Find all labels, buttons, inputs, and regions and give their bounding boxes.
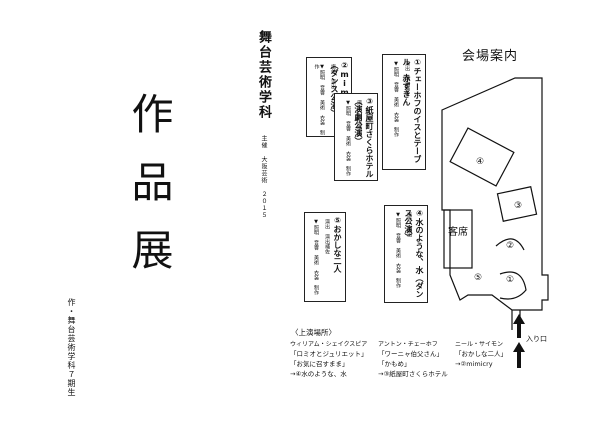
legend-column-3: ニール・サイモン 「おかしな二人」 →②mimicry [455,340,507,369]
legend-author: アントン・チェーホフ [378,341,438,348]
legend-column-2: アントン・チェーホフ 「ワーニャ伯父さん」 「かもめ」 →③紙屋町さくらホテル [378,340,448,379]
program-box-4: ④水のような、水（ダンス公演） 振付 演出 ▼照明 音響 美術 衣装 制作 [384,205,428,303]
exhibition-title: 作品展 [125,92,174,296]
area-label: ① [506,275,514,285]
program-title: ③紙屋町さくらホテル（演劇公演） [354,97,374,178]
program-crew: 演出 演出補佐 [324,219,330,254]
program-staff: ▼照明 音響 美術 衣装 制作 [313,64,326,135]
legend-place: →②mimicry [455,360,493,369]
legend-author: ウィリアム・シェイクスピア [290,341,368,348]
program-staff: ▼照明 音響 美術 衣装 制作 [313,219,319,295]
department-title: 舞台芸術学科 [256,30,271,120]
area-label: ③ [514,201,522,211]
program-staff: ▼照明 音響 美術 衣装 制作 [345,100,351,176]
legend-column-1: ウィリアム・シェイクスピア 「ロミオとジュリエット」 「お気に召すまま」 →④水… [290,340,368,379]
author-credit: 作・舞台芸術学科７期生 [67,298,76,397]
program-staff: ▼照明 音響 美術 衣装 制作 [395,212,401,288]
entrance-label: 入り口 [526,335,547,343]
program-staff: ▼照明 音響 美術 衣装 制作 [393,61,399,137]
legend-place: →④水のような、水 [290,370,347,379]
legend-work: 「ワーニャ伯父さん」 [378,350,443,359]
area-3-stage [496,186,538,222]
seating-label: 客席 [448,225,468,238]
legend-work: 「かもめ」 [378,360,411,369]
program-title: ①チェーホフのイスとテーブル 赤ずきん [402,58,422,163]
seating-block [443,209,473,269]
program-box-1: ①チェーホフのイスとテーブル 赤ずきん 演出 演出補佐 ▼照明 音響 美術 衣装… [382,54,426,170]
program-crew: 演出 演出補佐 [356,100,362,135]
legend-author: ニール・サイモン [455,341,504,348]
program-box-5: ⑤おかしな二人 演出 演出補佐 ▼照明 音響 美術 衣装 制作 [304,212,346,302]
program-crew: 振付 演出 [330,64,336,89]
legend-heading: 〈上演場所〉 [291,328,336,337]
organizer-line: 主催 大阪芸術 ２０１５ [260,135,267,219]
area-1-arc [499,271,527,300]
program-crew: 振付 演出 [406,212,412,237]
area-label: ⑤ [474,273,482,283]
program-title: ⑤おかしな二人 [333,216,342,273]
area-4-stage [449,127,515,187]
program-box-3: ③紙屋町さくらホテル（演劇公演） 演出 演出補佐 ▼照明 音響 美術 衣装 制作 [334,93,378,181]
venue-map-title: 会場案内 [462,49,519,64]
legend-work: 「お気に召すまま」 [290,360,349,369]
program-title: ④水のような、水（ダンス公演） [404,209,424,298]
program-crew: 演出 演出補佐 [404,61,410,96]
area-label: ② [506,241,514,251]
legend-work: 「ロミオとジュリエット」 [290,350,368,359]
area-label: ④ [476,157,484,167]
legend-work: 「おかしな二人」 [455,350,507,359]
legend-place: →③紙屋町さくらホテル [378,370,448,379]
area-2-arc [495,238,525,251]
wall-outline [441,77,549,311]
venue-floor-plan: ④ ③ ② ① ⑤ 客席 [441,77,549,330]
entrance-arrow-icon [513,314,525,368]
